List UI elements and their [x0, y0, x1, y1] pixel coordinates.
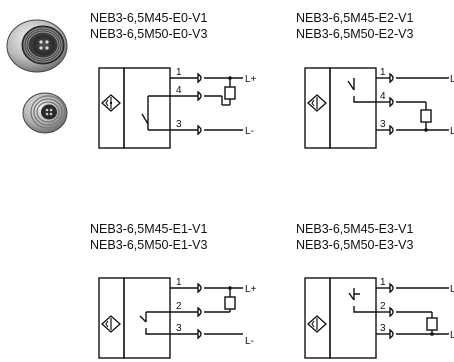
diagram-label: 2 [176, 301, 182, 312]
diagram-label: 2 [380, 301, 386, 312]
diagram-label: 3 [176, 323, 182, 334]
model-code: NEB3-6,5M50-E3-V3 [296, 238, 414, 252]
model-code: NEB3-6,5M50-E2-V3 [296, 27, 414, 41]
diagram-label: 4 [380, 91, 386, 102]
diagram-e1-title: NEB3-6,5M45-E1-V1 NEB3-6,5M50-E1-V3 [90, 221, 207, 253]
diagram-label: L [450, 74, 454, 85]
supply-positive-label: L+ [245, 74, 257, 85]
pin-label: 1 [176, 67, 182, 78]
pin-label: 4 [176, 85, 182, 96]
wiring-diagram-e3: 1 2 3 L L [304, 277, 454, 359]
sensor-symbol-icon [101, 94, 121, 112]
model-code: NEB3-6,5M45-E3-V1 [296, 222, 414, 236]
model-code: NEB3-6,5M45-E0-V1 [90, 11, 208, 25]
diagram-label: 1 [380, 67, 386, 78]
wiring-diagram-e2: 1 4 3 L L [304, 67, 454, 149]
pin-label: 3 [176, 119, 182, 130]
diagram-label: L+ [245, 284, 257, 295]
model-code: NEB3-6,5M45-E1-V1 [90, 222, 208, 236]
diagram-label: 3 [380, 119, 386, 130]
diagram-e3-title: NEB3-6,5M45-E3-V1 NEB3-6,5M50-E3-V3 [296, 221, 413, 253]
model-code: NEB3-6,5M45-E2-V1 [296, 11, 414, 25]
diagram-label: L [450, 330, 454, 341]
model-code: NEB3-6,5M50-E0-V3 [90, 27, 208, 41]
diagram-label: L [450, 126, 454, 137]
model-code: NEB3-6,5M50-E1-V3 [90, 238, 208, 252]
diagram-e2-title: NEB3-6,5M45-E2-V1 NEB3-6,5M50-E2-V3 [296, 10, 413, 42]
m12-connector-photo-top [6, 19, 68, 73]
wiring-diagram-e1: 1 2 3 L+ L- [98, 277, 257, 359]
diagram-label: L- [245, 336, 254, 347]
diagram-label: 1 [176, 277, 182, 288]
diagram-label: L [450, 284, 454, 295]
supply-negative-label: L- [245, 126, 254, 137]
diagram-label: 3 [380, 323, 386, 334]
diagram-e0-title: NEB3-6,5M45-E0-V1 NEB3-6,5M50-E0-V3 [90, 10, 207, 42]
diagram-label: 1 [380, 277, 386, 288]
m12-connector-photo-bottom [22, 92, 68, 134]
wiring-diagram-e0: 1 4 3 L+ L- [98, 67, 257, 149]
